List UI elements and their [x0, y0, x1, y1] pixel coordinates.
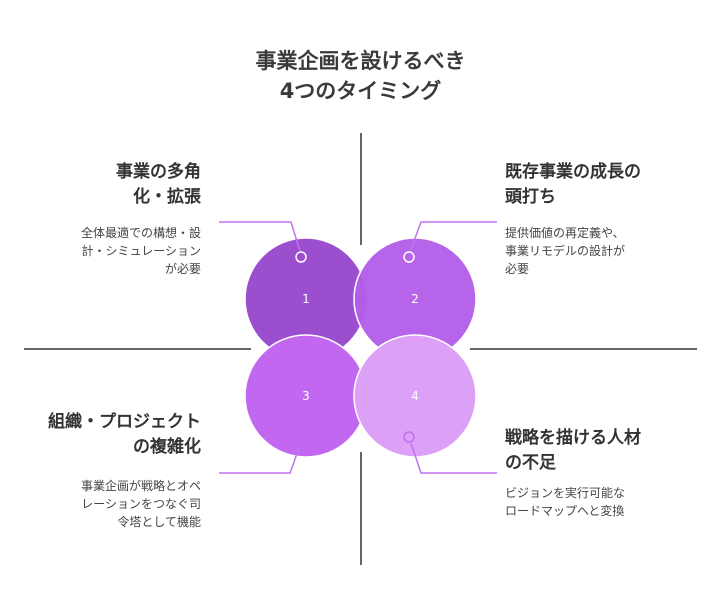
- circle-3-number: 3: [302, 389, 310, 403]
- quadrant-2-heading-line-2: 頭打ち: [505, 187, 556, 207]
- quadrant-4-heading-line-2: の不足: [505, 453, 556, 473]
- quadrant-2-desc-line-3: 必要: [505, 262, 530, 276]
- quadrant-1-description: 全体最適での構想・設 計・シミュレーション が必要: [81, 224, 201, 278]
- quadrant-4-desc-line-1: ビジョンを実行可能な: [505, 486, 626, 500]
- quadrant-4-heading: 戦略を描ける人材 の不足: [505, 426, 641, 476]
- connector-1: [219, 221, 301, 252]
- quadrant-2-description: 提供価値の再定義や、 事業リモデルの設計が 必要: [505, 224, 625, 278]
- quadrant-3-heading: 組織・プロジェクト の複雑化: [48, 410, 201, 460]
- quadrant-4-description: ビジョンを実行可能な ロードマップへと変換: [505, 484, 625, 520]
- quadrant-3-desc-line-3: 令塔として機能: [117, 515, 201, 529]
- quadrant-3-description: 事業企画が戦略とオペ レーションをつなぐ司 令塔として機能: [81, 477, 201, 531]
- connector-2: [409, 221, 497, 253]
- connector-2-dot: [403, 251, 415, 263]
- quadrant-3-heading-line-2: の複雑化: [133, 437, 201, 457]
- quadrant-1-heading: 事業の多角 化・拡張: [116, 160, 201, 210]
- circle-2-number: 2: [411, 292, 419, 306]
- quadrant-2-desc-line-2: 事業リモデルの設計が: [505, 244, 626, 258]
- circle-1-number: 1: [302, 292, 310, 306]
- quadrant-1-heading-line-2: 化・拡張: [133, 187, 201, 207]
- title-line-2: 4つのタイミング: [279, 79, 442, 103]
- quadrant-1-desc-line-3: が必要: [164, 262, 201, 276]
- quadrant-3-desc-line-2: レーションをつなぐ司: [81, 497, 201, 511]
- quadrant-4-desc-line-2: ロードマップへと変換: [505, 504, 625, 518]
- quadrant-1-desc-line-2: 計・シミュレーション: [81, 244, 201, 258]
- diagram-title: 事業企画を設けるべき 4つのタイミング: [0, 46, 721, 106]
- quadrant-2-heading: 既存事業の成長の 頭打ち: [505, 160, 641, 210]
- circle-4-number: 4: [411, 389, 419, 403]
- title-line-1: 事業企画を設けるべき: [255, 49, 466, 73]
- connector-3: [219, 447, 300, 474]
- quadrant-2-desc-line-1: 提供価値の再定義や、: [505, 226, 625, 240]
- connector-4-dot: [403, 431, 415, 443]
- quadrant-1-desc-line-1: 全体最適での構想・設: [80, 226, 201, 240]
- quadrant-3-desc-line-1: 事業企画が戦略とオペ: [80, 479, 201, 493]
- quadrant-2-heading-line-1: 既存事業の成長の: [505, 162, 641, 182]
- quadrant-1-heading-line-1: 事業の多角: [116, 162, 201, 182]
- quadrant-3-heading-line-1: 組織・プロジェクト: [48, 412, 201, 432]
- connector-1-dot: [295, 251, 307, 263]
- connector-4: [410, 442, 497, 474]
- quadrant-4-heading-line-1: 戦略を描ける人材: [505, 428, 641, 448]
